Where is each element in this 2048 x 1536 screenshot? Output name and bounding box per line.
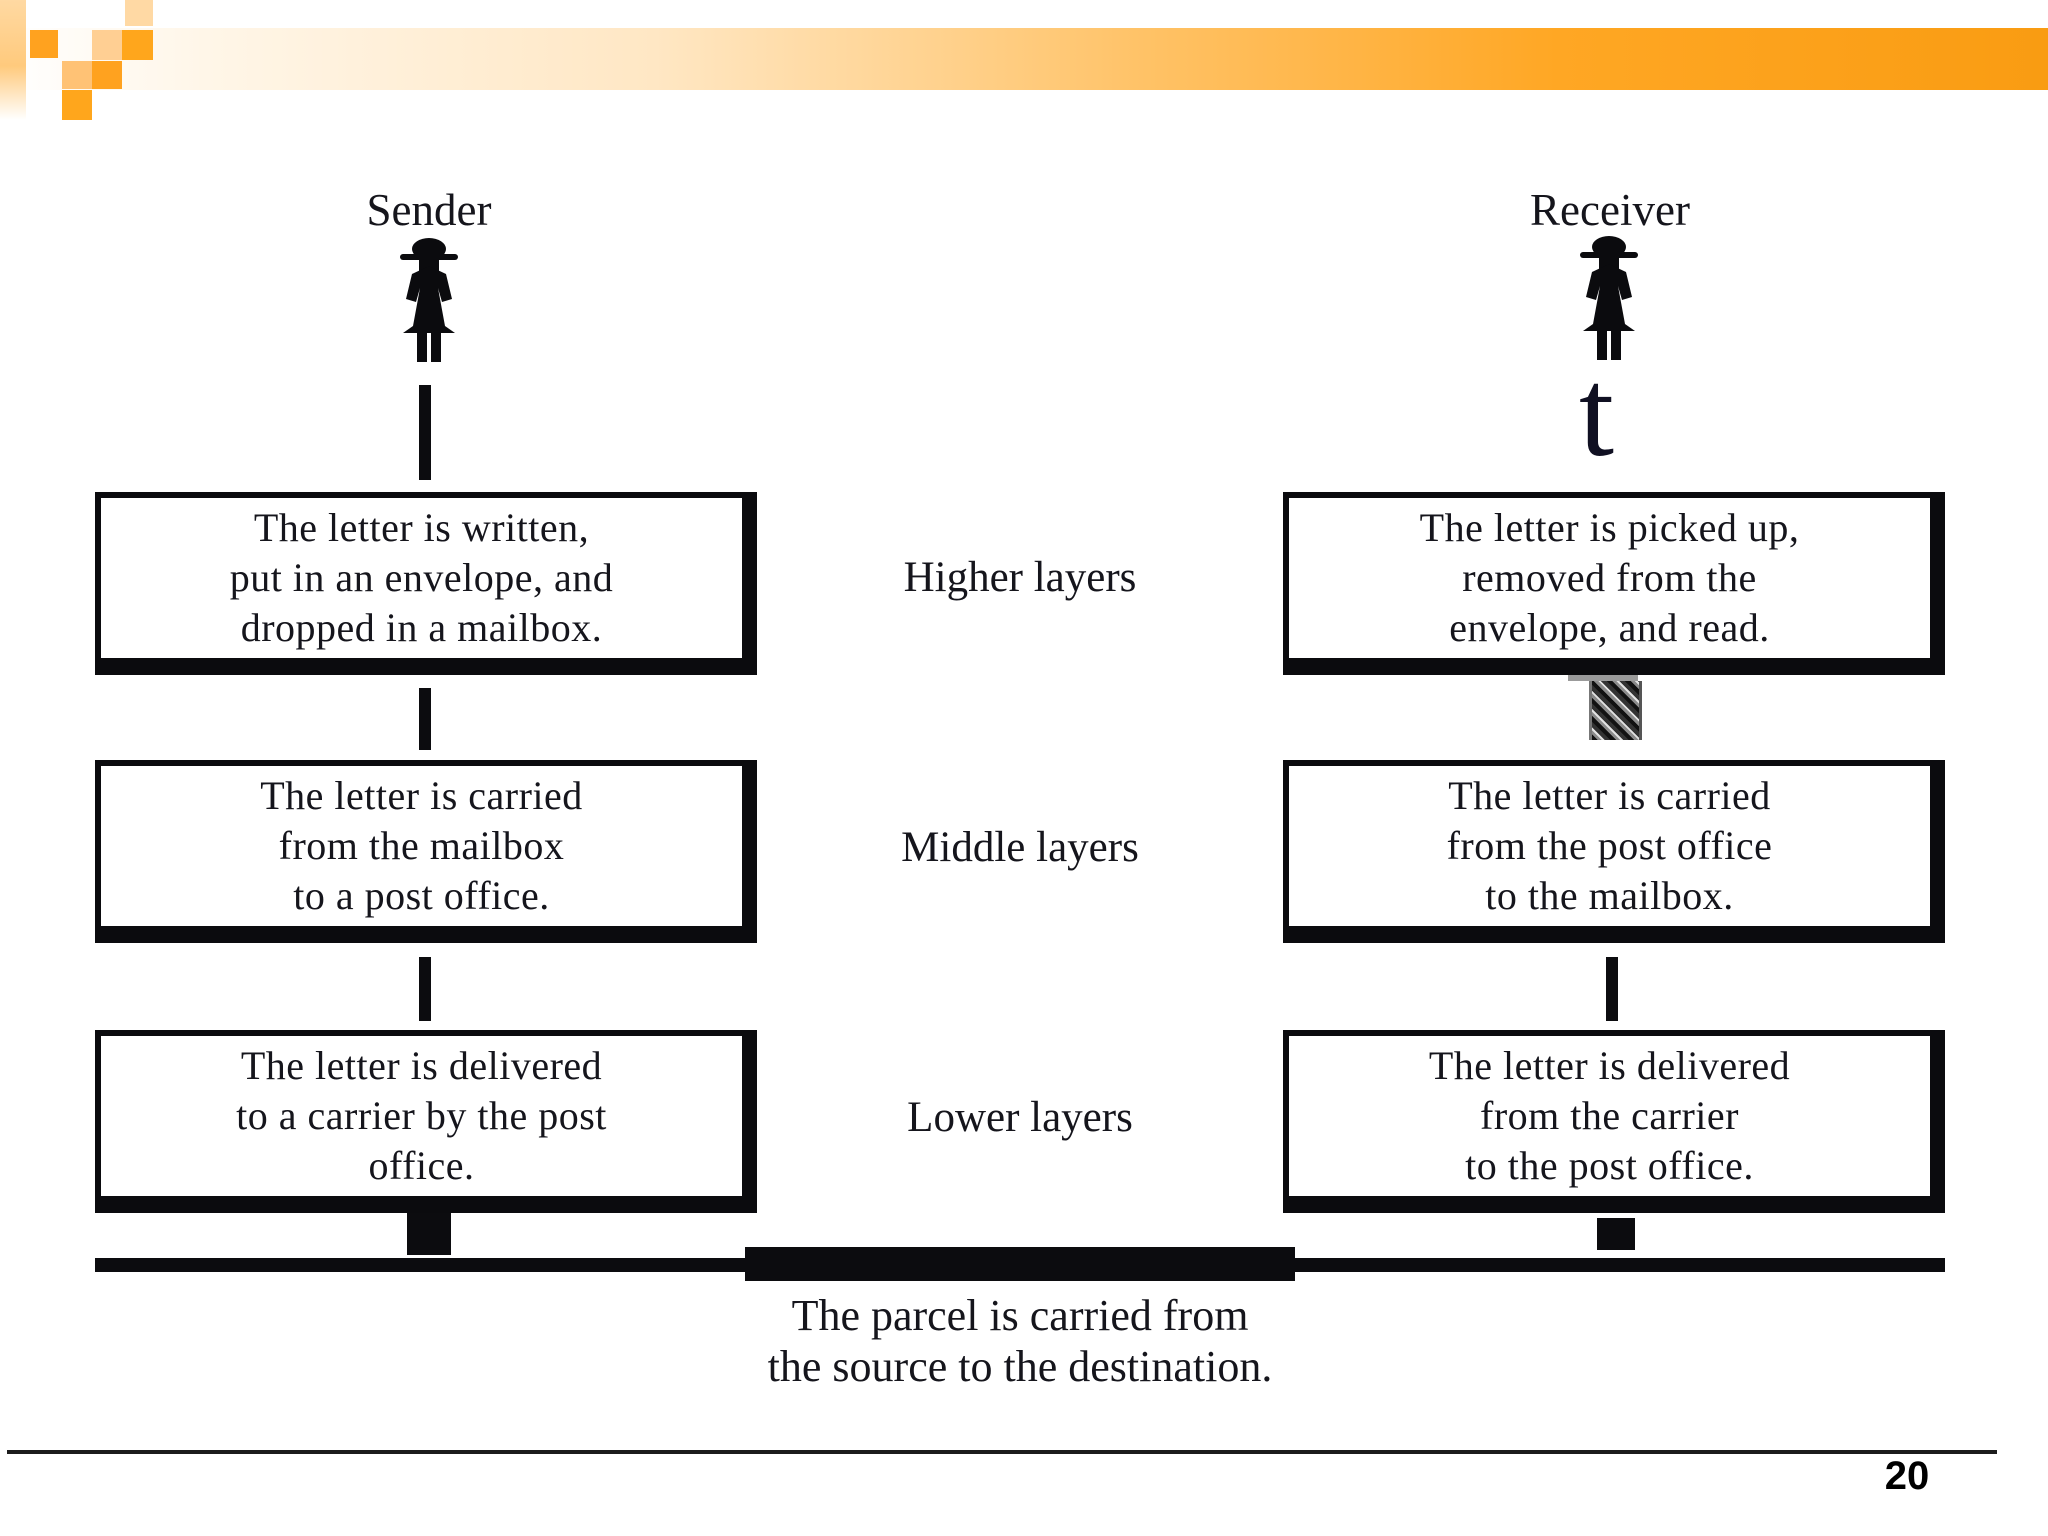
- receiver-person-icon: [1568, 234, 1650, 362]
- connector-bar: [419, 385, 431, 480]
- transport-caption: The parcel is carried from the source to…: [767, 1291, 1273, 1391]
- footer-rule: [7, 1450, 1997, 1454]
- receiver-step-box-lower: The letter is delivered from the carrier…: [1283, 1030, 1945, 1213]
- sender-step-box-lower: The letter is delivered to a carrier by …: [95, 1030, 757, 1213]
- dithered-connector-block: [1589, 681, 1642, 740]
- deco-square: [92, 30, 122, 60]
- deco-square: [62, 90, 92, 120]
- sender-step-box-higher: The letter is written, put in an envelop…: [95, 492, 757, 675]
- receiver-step-box-higher: The letter is picked up, removed from th…: [1283, 492, 1945, 675]
- page-number: 20: [1884, 1454, 1930, 1498]
- transport-line-thick-segment: [745, 1247, 1295, 1281]
- deco-square: [92, 61, 122, 89]
- connector-bar: [419, 688, 431, 750]
- deco-square: [62, 61, 92, 89]
- banner-gradient-band: [0, 28, 2048, 90]
- sender-label: Sender: [366, 185, 492, 235]
- sender-person-icon: [388, 236, 470, 364]
- medium-stub-square: [407, 1213, 451, 1255]
- medium-stub-square: [1597, 1218, 1635, 1250]
- dithered-connector-cap: [1568, 674, 1638, 681]
- deco-square: [125, 0, 153, 26]
- receiver-step-box-middle: The letter is carried from the post offi…: [1283, 760, 1945, 943]
- layer-label-higher: Higher layers: [903, 554, 1137, 601]
- layer-label-middle: Middle layers: [901, 824, 1139, 871]
- connector-bar: [1606, 957, 1618, 1021]
- deco-square: [122, 30, 153, 60]
- deco-square: [30, 30, 58, 58]
- layer-label-lower: Lower layers: [907, 1094, 1133, 1141]
- deco-gradient-strip: [0, 0, 26, 120]
- sender-step-box-middle: The letter is carried from the mailbox t…: [95, 760, 757, 943]
- connector-bar: [419, 957, 431, 1021]
- receiver-label: Receiver: [1530, 185, 1690, 235]
- receiver-arrow-glyph: t: [1578, 344, 1614, 483]
